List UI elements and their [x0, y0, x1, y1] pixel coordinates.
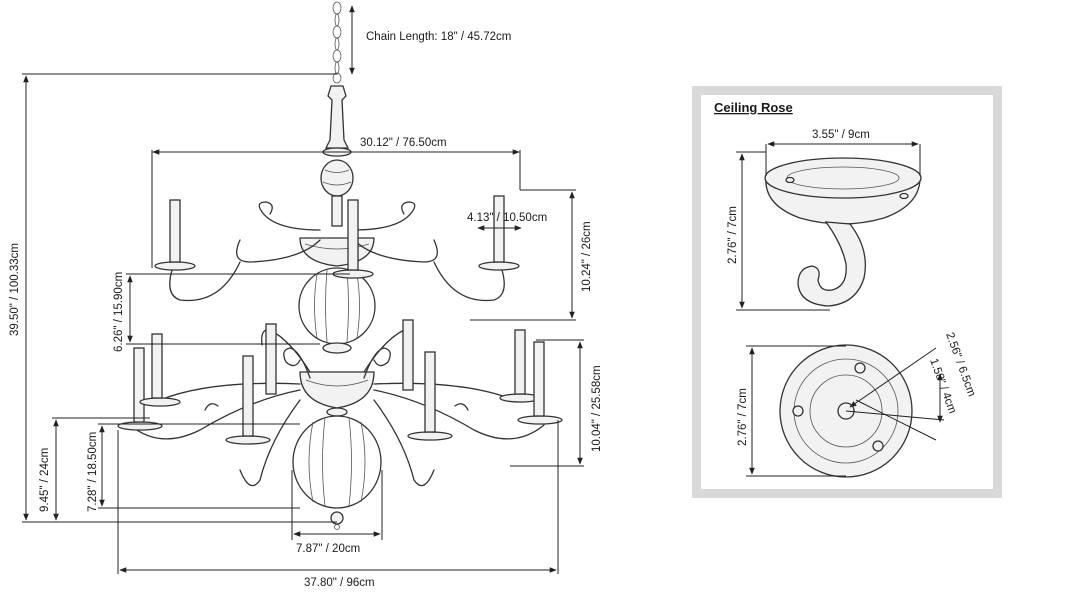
cup-width-label: 4.13" / 10.50cm — [467, 212, 547, 224]
total-width-label: 37.80" / 96cm — [304, 577, 375, 589]
side-height-label: 2.76" / 7cm — [727, 206, 739, 264]
globe-height-label: 7.28" / 18.50cm — [87, 432, 99, 512]
globe-width-label: 7.87" / 20cm — [296, 543, 360, 555]
chandelier-dimensions: Chain Length: 18" / 45.72cm 39.50" / 100… — [9, 5, 603, 589]
lower-tier-height-label: 10.04" / 25.58cm — [591, 365, 603, 452]
upper-drop-label: 6.26" / 15.90cm — [113, 272, 125, 352]
ceiling-rose-title: Ceiling Rose — [714, 100, 793, 115]
total-height-label: 39.50" / 100.33cm — [9, 243, 21, 336]
lower-height-label: 9.45" / 24cm — [39, 448, 51, 512]
top-diameter-label: 2.76" / 7cm — [737, 388, 749, 446]
chain — [332, 1, 342, 84]
upper-width-label: 30.12" / 76.50cm — [360, 137, 447, 149]
upper-tier-height-label: 10.24" / 26cm — [581, 221, 593, 292]
chain-length-label: Chain Length: 18" / 45.72cm — [366, 31, 511, 43]
chandelier-illustration — [117, 1, 563, 530]
side-width-label: 3.55" / 9cm — [812, 129, 870, 141]
ceiling-rose-panel: Ceiling Rose 3.55" / 9cm 2.76" / 7cm — [692, 86, 1002, 498]
ceiling-rose-side-view — [764, 157, 922, 307]
